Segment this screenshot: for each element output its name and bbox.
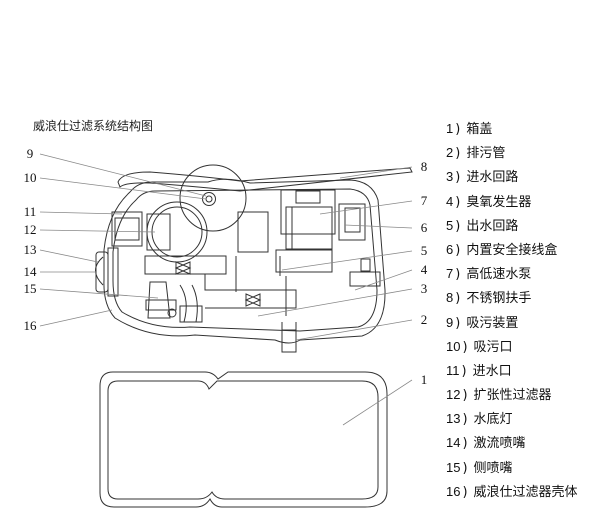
legend-label: 箱盖 <box>466 122 493 137</box>
legend-label: 出水回路 <box>466 218 519 234</box>
callout-7: 7 <box>421 193 428 208</box>
callout-6: 6 <box>421 220 428 235</box>
callout-10: 10 <box>24 170 37 185</box>
expandable-filter <box>146 201 208 263</box>
inlet-box <box>111 211 143 247</box>
legend-item: 11)进水口 <box>446 362 512 379</box>
legend-item: 13)水底灯 <box>446 411 513 428</box>
legend-item: 6)内置安全接线盒 <box>446 241 558 258</box>
legend-num: 8 <box>446 290 454 306</box>
drain-pipe <box>281 329 297 353</box>
callout-11: 11 <box>24 204 37 219</box>
legend-item: 4)臭氧发生器 <box>446 193 532 210</box>
valve-upper <box>175 261 192 275</box>
callout-16: 16 <box>24 318 38 333</box>
legend-label: 吸污口 <box>473 339 513 355</box>
legend-item: 14)激流喷嘴 <box>446 435 526 452</box>
callout-2: 2 <box>421 312 428 327</box>
legend-item: 15)侧喷嘴 <box>446 459 513 476</box>
legend-num: 7 <box>446 266 454 282</box>
housing-outline <box>103 178 386 344</box>
legend-item: 9)吸污装置 <box>446 314 519 331</box>
legend-num: 11 <box>446 362 460 378</box>
legend-label: 水底灯 <box>473 412 513 428</box>
callout-1: 1 <box>421 372 428 387</box>
legend-num: 2 <box>446 145 454 161</box>
legend-label: 激流喷嘴 <box>473 436 526 452</box>
skimmer-drum <box>179 164 247 232</box>
legend-num: 12 <box>446 387 461 403</box>
legend-num: 5 <box>446 217 454 233</box>
legend-num: 16 <box>446 483 461 499</box>
legend-item: 8)不锈钢扶手 <box>446 290 532 307</box>
legend-num: 9 <box>446 314 454 330</box>
junction-box <box>338 203 366 241</box>
legend-label: 排污管 <box>466 146 506 162</box>
legend-item: 3)进水回路 <box>446 169 519 186</box>
legend-label: 不锈钢扶手 <box>466 291 532 307</box>
flex-hose <box>179 284 198 323</box>
callout-12: 12 <box>24 222 37 237</box>
legend-label: 进水口 <box>472 363 512 379</box>
legend-label: 进水回路 <box>466 170 519 186</box>
legend-num: 3 <box>446 169 454 185</box>
legend-label: 内置安全接线盒 <box>466 242 558 258</box>
legend-label: 扩张性过滤器 <box>473 388 552 404</box>
legend-num: 15 <box>446 459 461 475</box>
legend-item: 10)吸污口 <box>446 338 513 355</box>
legend-label: 吸污装置 <box>466 315 519 331</box>
legend-num: 4 <box>446 193 454 209</box>
legend-num: 1 <box>446 121 454 136</box>
legend-label: 侧喷嘴 <box>473 460 513 476</box>
legend-item: 2)排污管 <box>446 145 506 162</box>
legend-num: 14 <box>446 435 461 451</box>
stainless-handle <box>117 167 413 192</box>
callout-5: 5 <box>421 243 428 258</box>
callout-9: 9 <box>27 146 34 161</box>
inlet-loop-pipe <box>144 255 227 275</box>
side-jet <box>147 281 171 319</box>
callout-13: 13 <box>24 242 37 257</box>
callout-14: 14 <box>24 264 38 279</box>
lid-inner <box>107 380 379 500</box>
legend-label: 威浪仕过滤器壳体 <box>473 484 578 500</box>
callout-15: 15 <box>24 281 37 296</box>
callout-8: 8 <box>421 159 428 174</box>
pump-body <box>280 189 336 235</box>
legend-item: 7)高低速水泵 <box>446 266 532 283</box>
legend-item: 5)出水回路 <box>446 217 519 234</box>
legend-label: 臭氧发生器 <box>466 194 532 210</box>
diagram-title: 威浪仕过滤系统结构图 <box>33 119 154 133</box>
legend-item: 12)扩张性过滤器 <box>446 387 552 404</box>
legend-num: 13 <box>446 411 461 427</box>
lid-outline <box>99 371 388 508</box>
legend-item: 16)威浪仕过滤器壳体 <box>446 483 578 500</box>
valve-lower <box>245 293 262 307</box>
parts-legend: 1)箱盖 2)排污管 3)进水回路 4)臭氧发生器 5)出水回路 6)内置安全接… <box>446 121 578 508</box>
legend-num: 10 <box>446 338 461 354</box>
legend-num: 6 <box>446 241 454 257</box>
callout-4: 4 <box>421 262 428 277</box>
legend-label: 高低速水泵 <box>466 267 532 283</box>
callout-3: 3 <box>421 281 428 296</box>
legend-item: 1)箱盖 <box>446 121 493 137</box>
